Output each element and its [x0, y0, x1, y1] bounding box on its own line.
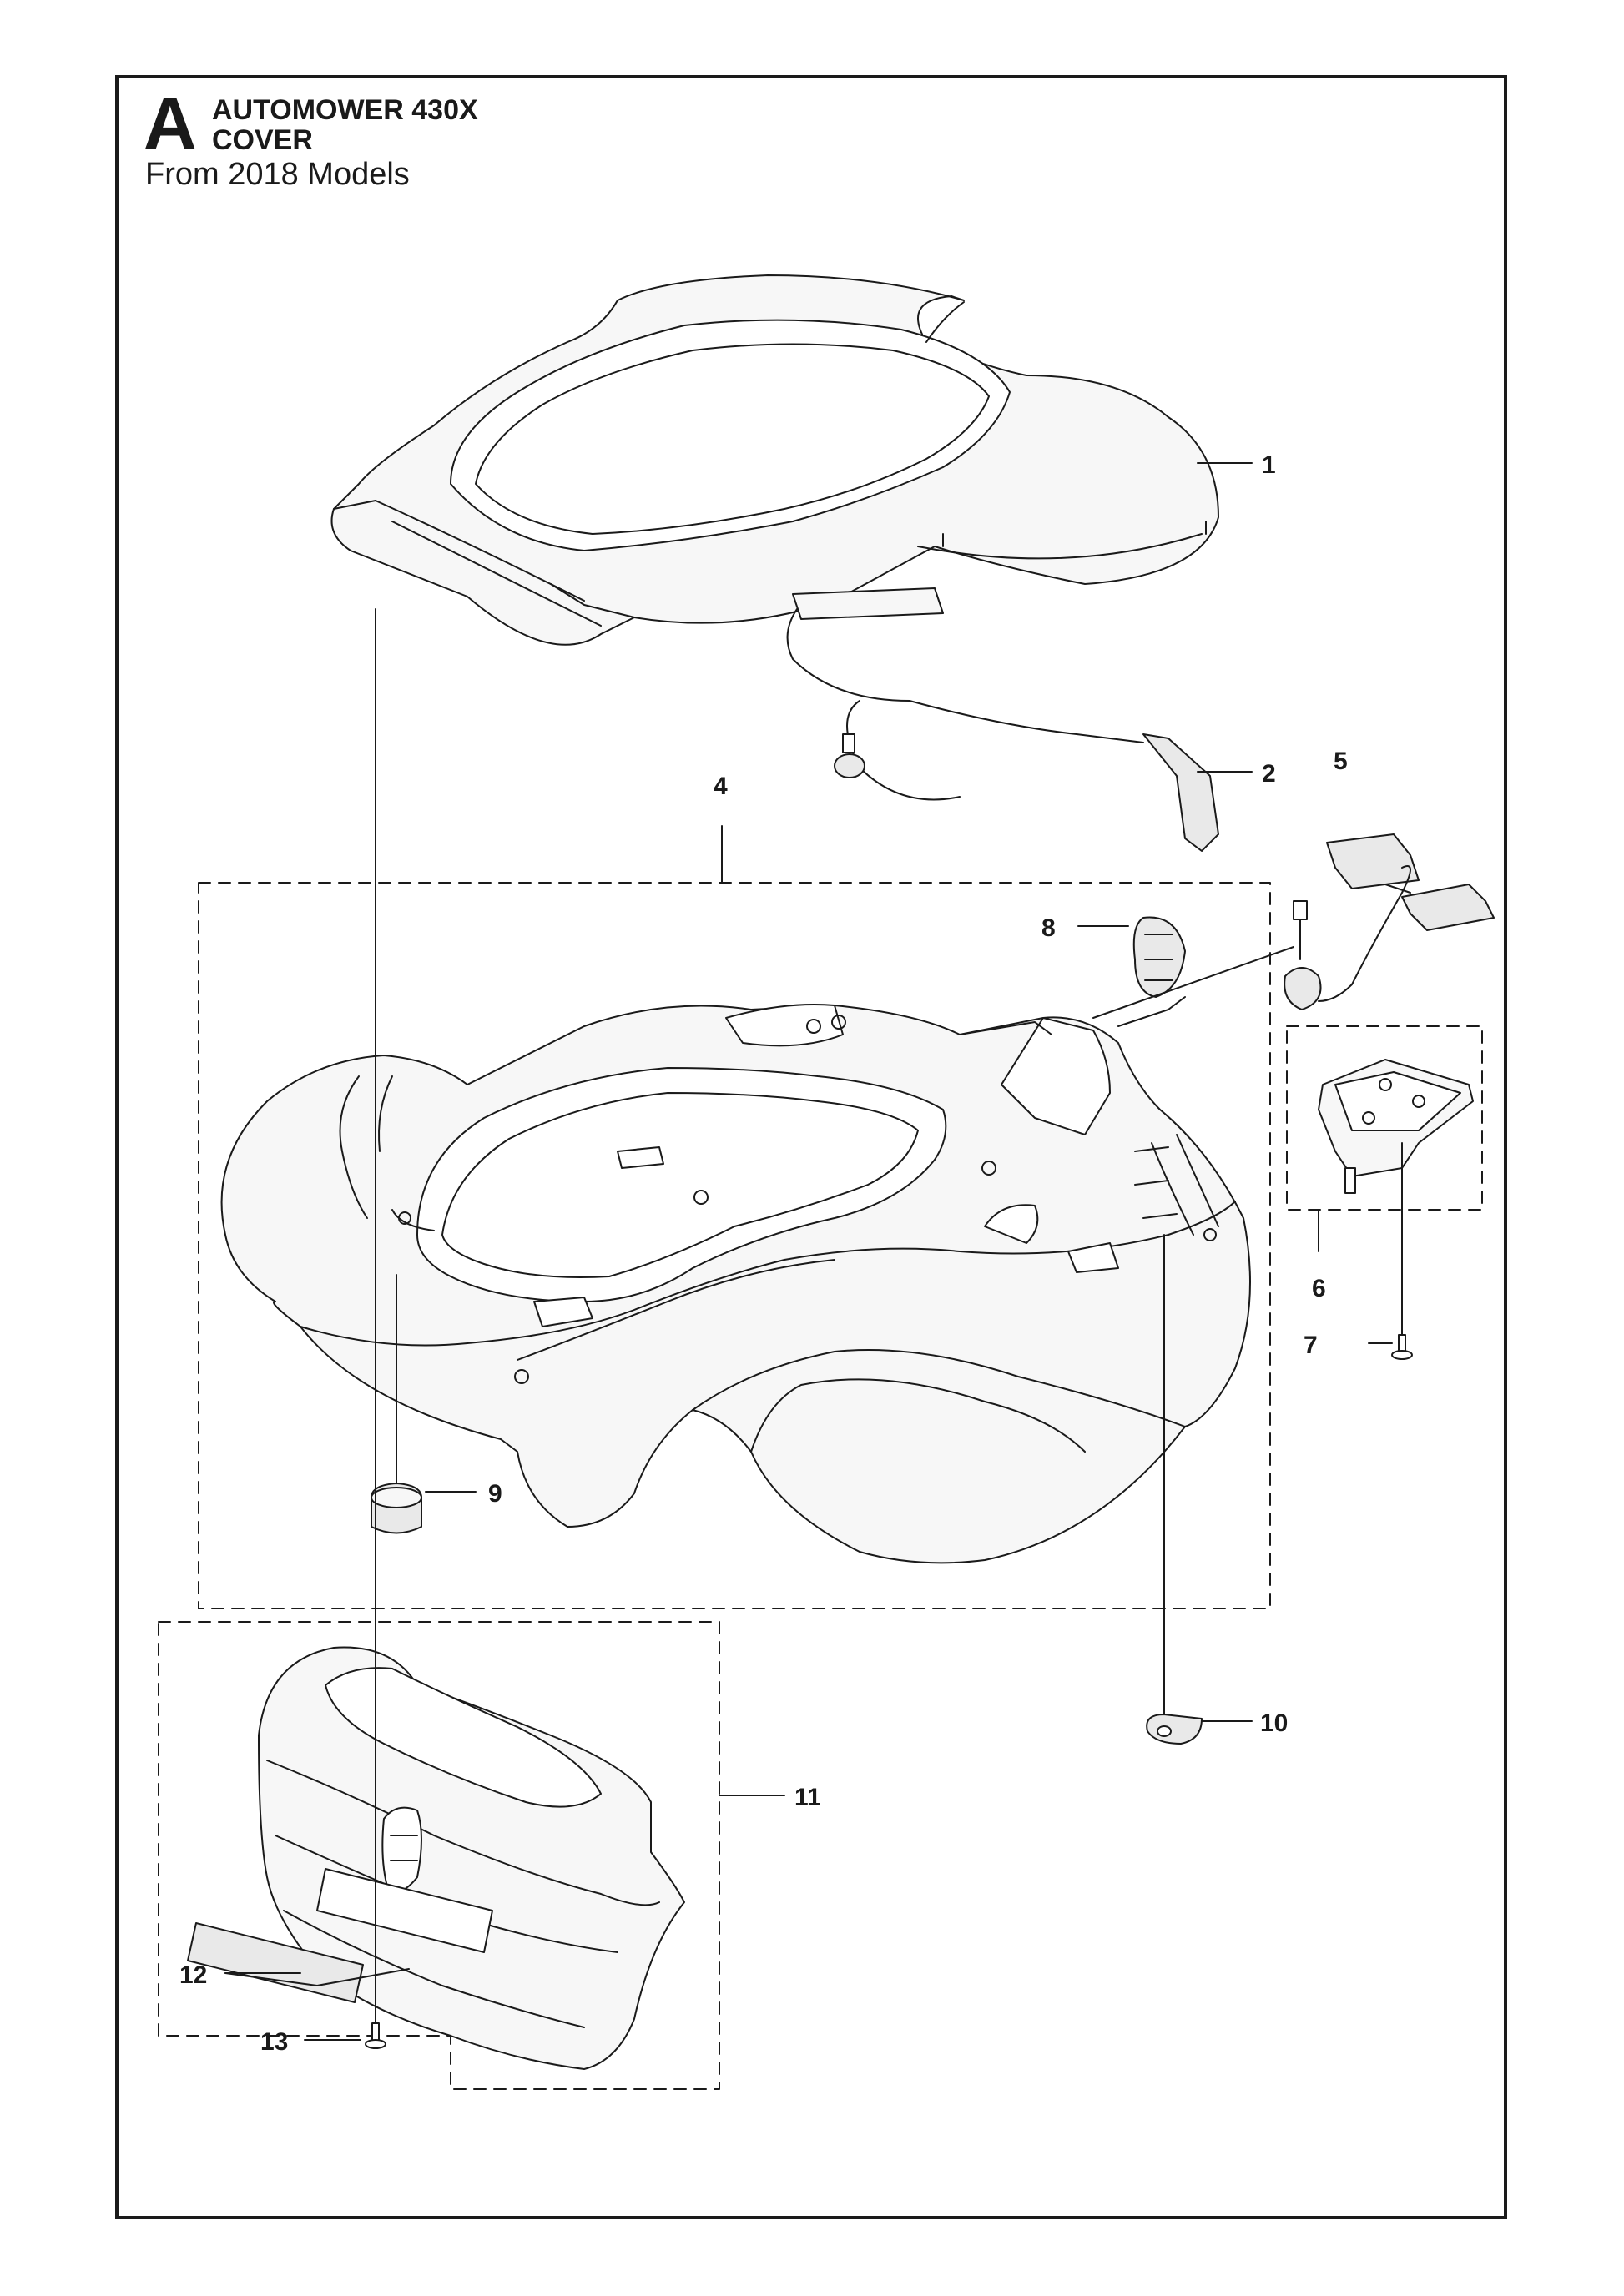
diagram-frame [115, 75, 1507, 2219]
model-year-subtitle: From 2018 Models [145, 157, 410, 192]
assembly-title: COVER [212, 124, 313, 156]
part-10-clip [1146, 1234, 1203, 1745]
callout-12: 12 [179, 1961, 207, 1989]
callout-8: 8 [1041, 914, 1056, 942]
part-8-badge [1132, 916, 1186, 998]
part-1-top-cover [330, 274, 1219, 646]
callout-7: 7 [1304, 1332, 1318, 1359]
part-9-plug [371, 1274, 422, 1534]
part-13-screw [365, 608, 386, 2049]
part-7-screw [1391, 1142, 1413, 1360]
callout-2: 2 [1262, 760, 1276, 788]
part-12-label [187, 1922, 410, 2003]
part-5-connector [1284, 833, 1495, 1010]
callout-1: 1 [1262, 451, 1276, 479]
callout-9: 9 [488, 1480, 502, 1508]
callout-10: 10 [1260, 1709, 1288, 1737]
callout-4: 4 [714, 773, 728, 800]
part-2-handle-cable [786, 587, 1219, 852]
section-letter: A [144, 82, 197, 164]
callout-6: 6 [1312, 1275, 1326, 1302]
leader-lines [224, 462, 1393, 2041]
callout-11: 11 [794, 1784, 821, 1811]
part-6-bracket [1318, 1059, 1474, 1194]
callout-5: 5 [1334, 748, 1348, 775]
part-4-body [220, 1004, 1251, 1564]
callout-13: 13 [260, 2028, 288, 2056]
part-4-group-box [198, 882, 1271, 1609]
model-title: AUTOMOWER 430X [212, 94, 478, 126]
part-11-group-box [158, 1621, 720, 2090]
part-6-group-box [1286, 1025, 1483, 1211]
part-11-bumper [258, 1646, 785, 2070]
